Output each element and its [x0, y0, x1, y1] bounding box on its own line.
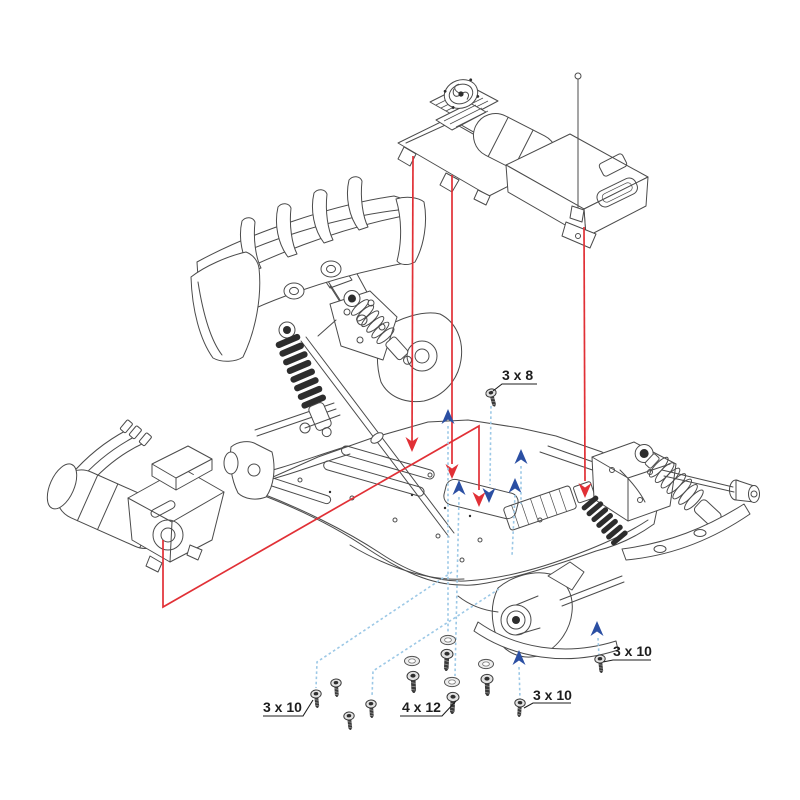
callout-label-3x10-right: 3 x 10 — [613, 643, 652, 659]
electronics-module — [397, 72, 649, 249]
screw-icon-3x10 — [365, 699, 378, 719]
wing-endplate-right — [395, 196, 427, 265]
washer-icon — [440, 634, 456, 646]
blue-assembly-leaders — [315, 405, 604, 700]
screw-icon-3x10 — [330, 678, 343, 698]
callout-label-3x10-front: 3 x 10 — [533, 687, 572, 703]
rear-wing — [190, 176, 427, 362]
screw-icon-3x10 — [513, 698, 526, 718]
rear-shock-left — [274, 321, 332, 438]
screw-icon-3x10 — [309, 688, 324, 709]
screw-icon-4x12 — [439, 648, 454, 672]
screw-icon-3x8 — [484, 387, 501, 409]
red-leader-receiver — [583, 226, 586, 482]
front-suspension-assembly — [457, 441, 760, 660]
dotted-leader-front-screws — [371, 588, 500, 698]
red-leader-lines — [162, 155, 592, 609]
rear-drivetrain-assembly — [223, 267, 463, 538]
antenna — [569, 72, 585, 223]
rear-shock-right — [343, 290, 413, 365]
callout-label-4x12: 4 x 12 — [402, 699, 441, 715]
rear-gearbox — [376, 312, 463, 403]
callout-label-3x8: 3 x 8 — [502, 367, 533, 383]
callout-label-3x10-rear-left: 3 x 10 — [263, 699, 302, 715]
receiver-box — [505, 133, 649, 249]
front-shock — [634, 444, 726, 530]
esc-with-heatsink — [429, 78, 499, 131]
front-bumper — [473, 621, 619, 660]
screw-icon-3x10 — [342, 710, 357, 731]
wing-endplate-left — [190, 251, 261, 362]
front-lower-arm — [621, 503, 751, 561]
washer-icon — [404, 655, 420, 667]
blue-arrow-up-icon — [590, 621, 604, 636]
screw-icon-4x12 — [406, 670, 421, 694]
rear-hub — [229, 441, 275, 500]
red-leader-esc-left — [411, 155, 414, 445]
motor-assembly — [46, 419, 225, 573]
washer-icon — [444, 676, 460, 688]
chassis-esc-tray — [503, 481, 596, 531]
dotted-leader-rear-screws — [315, 571, 453, 689]
cooling-fan-icon — [443, 78, 480, 109]
callout-labels: 3 x 8 3 x 10 4 x 12 3 x 10 3 x 10 — [263, 367, 652, 717]
washer-icon — [478, 658, 494, 670]
red-leader-motor — [162, 424, 480, 609]
screw-icon-4x12 — [445, 691, 460, 715]
screw-icon-4x12 — [480, 673, 495, 697]
screw-icon-3x10 — [593, 653, 608, 674]
